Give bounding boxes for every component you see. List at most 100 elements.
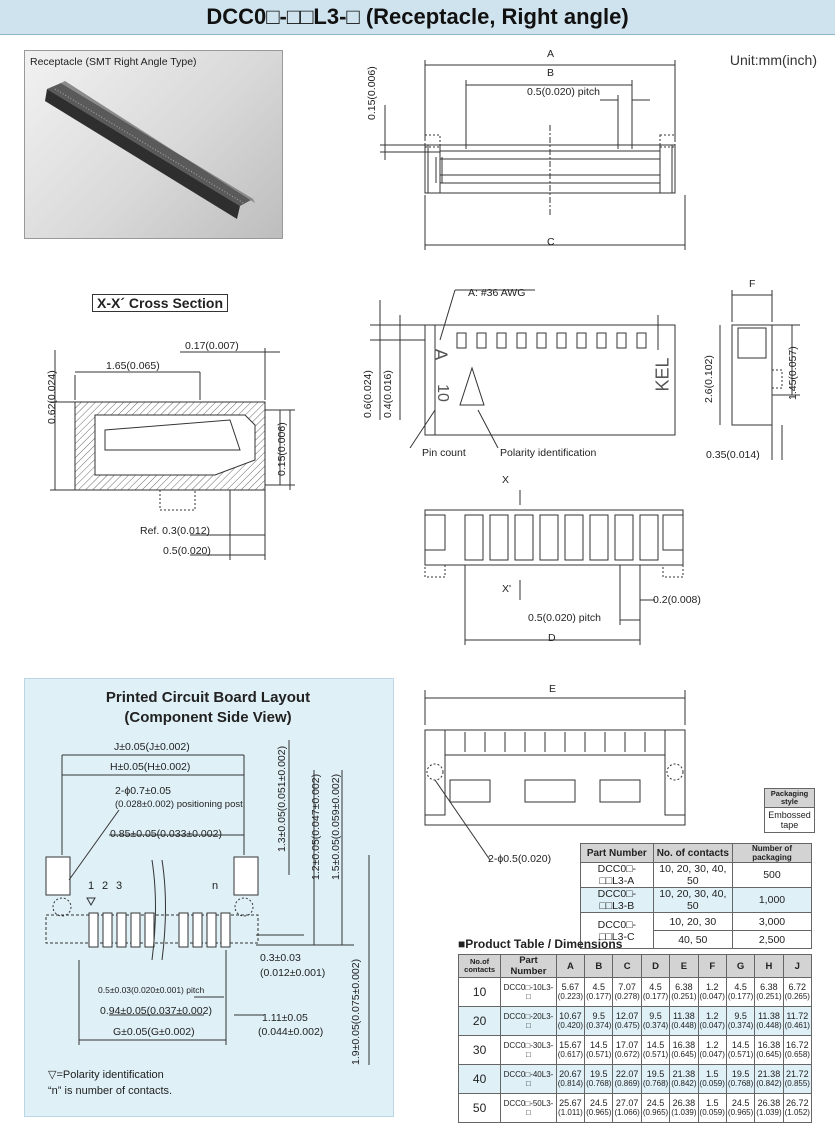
pd-header-1: Part Number	[500, 954, 557, 978]
pcb-title: Printed Circuit Board Layout (Component …	[24, 688, 392, 728]
pd-value: 11.38(0.448)	[754, 1006, 784, 1036]
unit-label: Unit:mm(inch)	[729, 52, 817, 68]
bottom-view-drawing	[424, 490, 684, 645]
dim-05-label: 0.5(0.020)	[163, 545, 211, 557]
pd-value: 6.38(0.251)	[669, 977, 699, 1007]
pd-part: DCC0□-30L3-□	[500, 1035, 557, 1065]
packaging-style-value: Embossed tape	[768, 810, 811, 830]
marking-10: 10	[433, 384, 451, 402]
packaging-style-box: Packaging style Embossed tape	[764, 788, 815, 833]
dim-017-label: 0.17(0.007)	[185, 340, 239, 352]
dim-a-label: A	[547, 48, 555, 60]
pd-header-7: F	[697, 954, 727, 978]
pcb-title-line2: (Component Side View)	[124, 709, 292, 726]
pd-value: 1.5(0.059)	[697, 1093, 727, 1123]
pd-contacts: 40	[457, 1064, 502, 1094]
dim-04-label: 0.4(0.016)	[382, 370, 394, 418]
dim-062-label: 0.62(0.024)	[46, 370, 58, 424]
pd-header-4: C	[612, 954, 642, 978]
dim-height-label: 0.15(0.006)	[366, 66, 378, 120]
pd-header-3: B	[584, 954, 614, 978]
pd-value: 14.5(0.571)	[584, 1035, 614, 1065]
pd-header-6: E	[669, 954, 699, 978]
pcb-12-label: 1.2±0.05(0.047±0.002)	[310, 773, 322, 880]
pd-value: 7.07(0.278)	[612, 977, 642, 1007]
pd-value: 21.38(0.842)	[669, 1064, 699, 1094]
pcb-111-label-2: (0.044±0.002)	[258, 1026, 324, 1038]
pcb-pin-3: 3	[116, 880, 123, 892]
pd-value: 19.5(0.768)	[584, 1064, 614, 1094]
pcb-pin-1: 1	[88, 880, 95, 892]
bottom-pitch-label: 0.5(0.020) pitch	[528, 612, 601, 624]
pcb-03-label-2: (0.012±0.001)	[260, 967, 326, 979]
pcb-post-label-1: 2-ϕ0.7±0.05	[115, 785, 172, 797]
pcb-15-label: 1.5±0.05(0.059±0.002)	[330, 773, 342, 880]
e-view-drawing	[424, 690, 686, 861]
pcb-post-label-2: (0.028±0.002) positioning post	[115, 799, 243, 810]
pd-value: 26.38(1.039)	[669, 1093, 699, 1123]
pcb-note-2: “n” is number of contacts.	[48, 1085, 173, 1097]
pd-value: 24.5(0.965)	[640, 1093, 671, 1123]
hole-label: 2-ϕ0.5(0.020)	[488, 853, 552, 865]
x2-label: X'	[502, 583, 512, 595]
packaging-style-header: Packaging style	[765, 789, 814, 808]
pd-value: 9.5(0.374)	[584, 1006, 614, 1036]
polarity-label: Polarity identification	[500, 447, 597, 459]
pd-value: 20.67(0.814)	[555, 1064, 586, 1094]
pd-value: 24.5(0.965)	[725, 1093, 756, 1123]
pd-value: 16.38(0.645)	[669, 1035, 699, 1065]
cross-section-drawing	[50, 348, 295, 560]
dim-b-label: B	[547, 67, 555, 79]
pcb-h-label: H±0.05(H±0.002)	[110, 761, 191, 773]
pd-contacts: 20	[457, 1006, 502, 1036]
pcb-layout-drawing	[45, 740, 370, 1065]
pcb-13-label: 1.3±0.05(0.051±0.002)	[276, 745, 288, 852]
pk-qty: 500	[731, 862, 813, 888]
product-table-title: ■Product Table / Dimensions	[458, 937, 623, 951]
marking-a: A	[430, 348, 451, 361]
pd-value: 1.2(0.047)	[697, 1035, 727, 1065]
x-label: X	[502, 474, 510, 486]
pd-value: 10.67(0.420)	[555, 1006, 586, 1036]
pd-value: 16.38(0.645)	[754, 1035, 784, 1065]
pd-value: 19.5(0.768)	[640, 1064, 671, 1094]
dim-145-label: 1.45(0.057)	[787, 346, 799, 400]
pk-header-part: Part Number	[580, 843, 654, 863]
pd-header-5: D	[640, 954, 671, 978]
pcb-g-label: G±0.05(G±0.002)	[113, 1026, 195, 1038]
pd-value: 9.5(0.374)	[725, 1006, 756, 1036]
pd-value: 25.67(1.011)	[555, 1093, 586, 1123]
dim-d-label: D	[548, 632, 556, 644]
pd-part: DCC0□-50L3-□	[500, 1093, 557, 1123]
pd-value: 14.5(0.571)	[640, 1035, 671, 1065]
pd-value: 1.2(0.047)	[697, 977, 727, 1007]
pd-value: 22.07(0.869)	[612, 1064, 642, 1094]
pk-qty: 3,000	[731, 912, 813, 931]
pd-value: 21.72(0.855)	[782, 1064, 813, 1094]
pd-value: 17.07(0.672)	[612, 1035, 642, 1065]
pk-header-contacts: No. of contacts	[652, 843, 733, 863]
pd-part: DCC0□-10L3-□	[500, 977, 557, 1007]
pd-value: 1.5(0.059)	[697, 1064, 727, 1094]
dim-02-label: 0.2(0.008)	[653, 594, 701, 606]
pd-value: 11.72(0.461)	[782, 1006, 813, 1036]
pcb-03-label-1: 0.3±0.03	[260, 952, 301, 964]
awg-label: A: #36 AWG	[468, 287, 526, 299]
pd-value: 5.67(0.223)	[555, 977, 586, 1007]
pk-qty: 1,000	[731, 887, 813, 913]
pd-header-8: G	[725, 954, 756, 978]
pd-value: 6.72(0.265)	[782, 977, 813, 1007]
pitch-label: 0.5(0.020) pitch	[527, 86, 600, 98]
pd-value: 9.5(0.374)	[640, 1006, 671, 1036]
pd-value: 19.5(0.768)	[725, 1064, 756, 1094]
pd-value: 4.5(0.177)	[584, 977, 614, 1007]
photo-caption: Receptacle (SMT Right Angle Type)	[30, 56, 197, 68]
pcb-title-line1: Printed Circuit Board Layout	[105, 689, 311, 706]
pcb-085-label: 0.85±0.05(0.033±0.002)	[110, 828, 222, 840]
product-photo: Receptacle (SMT Right Angle Type)	[24, 50, 283, 239]
pk-part: DCC0□-□□L3-A	[580, 862, 654, 888]
